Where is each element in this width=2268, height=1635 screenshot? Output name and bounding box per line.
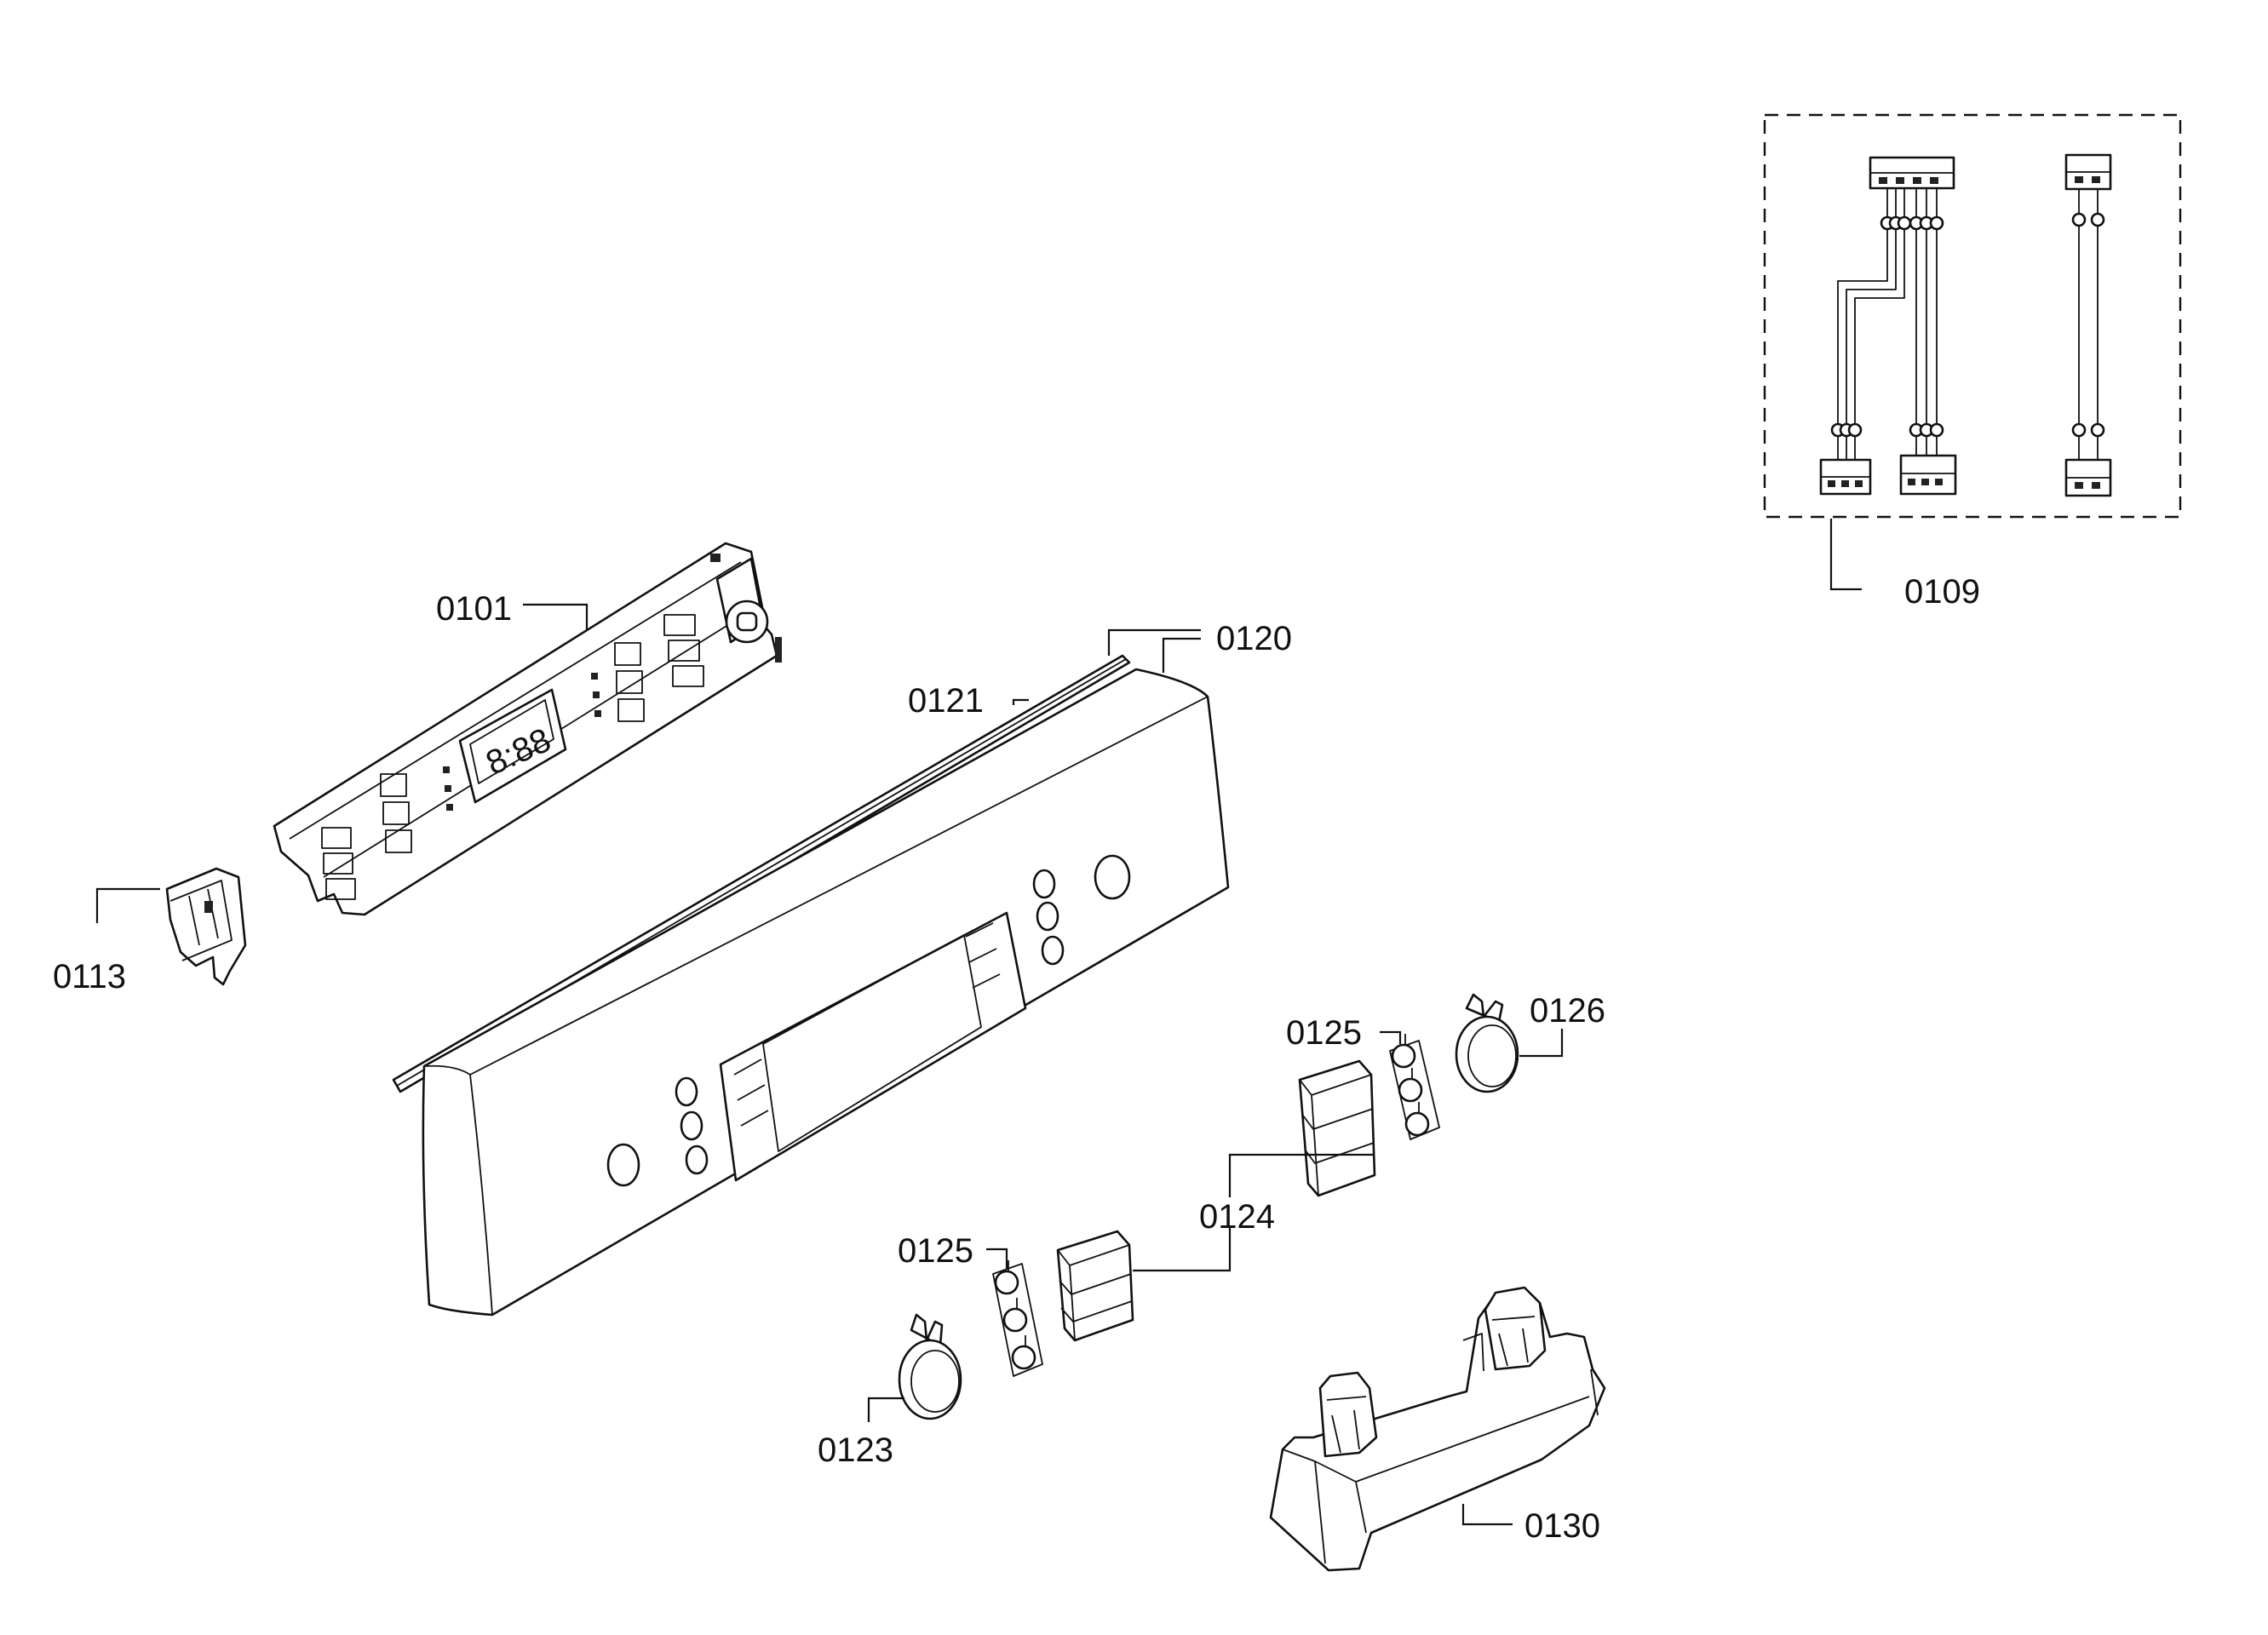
- leader-0109: [1829, 519, 1862, 591]
- harness-group-box: [1763, 113, 2182, 519]
- callout-0130: 0130: [1524, 1507, 1600, 1545]
- part-0125-plunger-set-lower[interactable]: [992, 1260, 1043, 1377]
- leader-0121-to-gasket: [1107, 628, 1201, 656]
- leader-0120: [1162, 637, 1201, 673]
- part-0123-rotary-knob[interactable]: [898, 1313, 962, 1420]
- callout-0101: 0101: [436, 590, 512, 628]
- callout-0113: 0113: [53, 958, 126, 995]
- part-0109-cable-harness[interactable]: [1763, 113, 2182, 519]
- callout-0125-lower: 0125: [898, 1232, 973, 1270]
- part-0113-bracket[interactable]: [165, 867, 247, 986]
- leader-0121: [1012, 698, 1029, 705]
- callout-0109: 0109: [1904, 573, 1980, 611]
- callout-0121: 0121: [908, 682, 984, 720]
- part-0126-rotary-knob[interactable]: [1455, 993, 1519, 1093]
- part-0101-control-module[interactable]: 8:88: [273, 542, 782, 916]
- leader-0113: [95, 887, 160, 923]
- callout-0126: 0126: [1530, 992, 1605, 1030]
- leader-0125-lower: [986, 1248, 1008, 1269]
- part-0125-plunger-set-upper[interactable]: [1389, 1034, 1440, 1140]
- callout-0123: 0123: [818, 1431, 893, 1469]
- part-0120-control-panel[interactable]: [422, 668, 1230, 1317]
- leader-0126: [1519, 1029, 1564, 1058]
- callout-0124: 0124: [1199, 1198, 1275, 1236]
- callout-labels: 0109 0101 0113 0120 0121 0125 0126 0124 …: [53, 573, 1980, 1545]
- leader-0130: [1461, 1504, 1513, 1526]
- leader-0124-upper: [1228, 1153, 1375, 1197]
- leader-0124-lower: [1133, 1228, 1232, 1272]
- leader-0125-upper: [1380, 1030, 1402, 1044]
- callout-0125-upper: 0125: [1286, 1014, 1362, 1052]
- leader-0101: [523, 603, 589, 630]
- leader-lines: [95, 519, 1862, 1526]
- part-0124-button-cap-lower[interactable]: [1056, 1230, 1134, 1342]
- leader-0123: [867, 1397, 904, 1422]
- part-0130-cover-housing[interactable]: [1269, 1286, 1606, 1572]
- callout-0120: 0120: [1216, 620, 1292, 657]
- part-0124-button-cap-upper[interactable]: [1298, 1059, 1376, 1197]
